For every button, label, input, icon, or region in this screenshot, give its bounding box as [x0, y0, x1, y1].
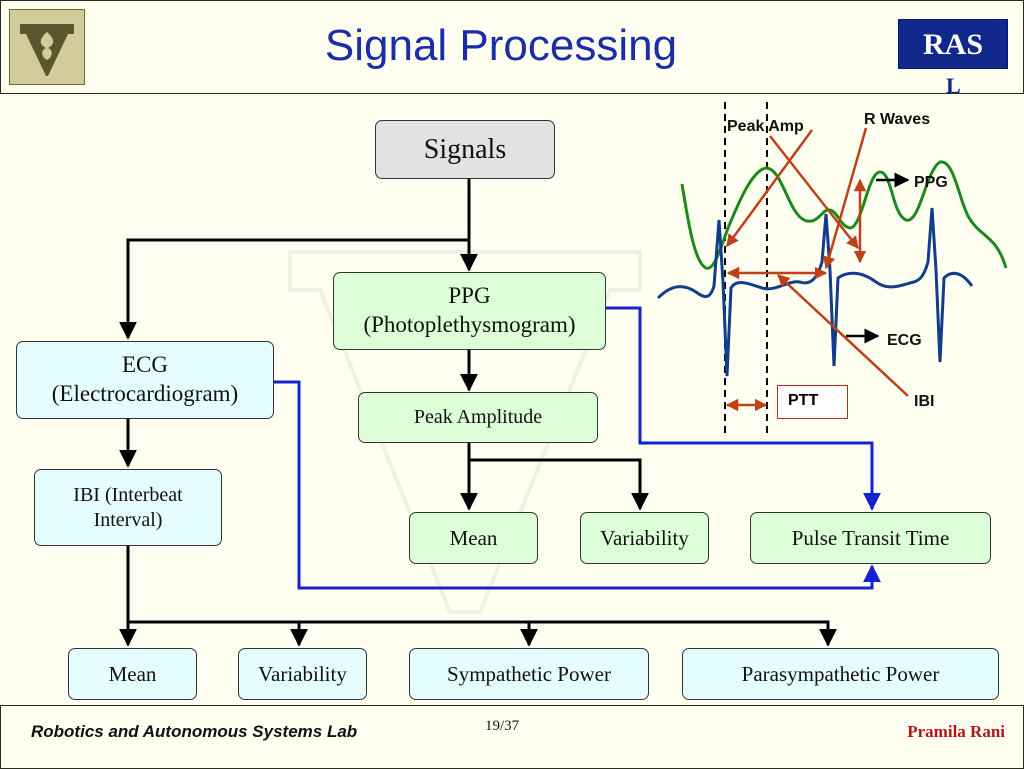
- page-number: 19/37: [485, 718, 520, 734]
- peak-amp-label: Peak Amp: [727, 118, 804, 135]
- watermark-v: [288, 250, 642, 614]
- signals-box: Signals: [375, 120, 555, 179]
- blue-connectors: [273, 306, 881, 590]
- peak-amplitude-box: Peak Amplitude: [358, 392, 598, 443]
- ecg-box: ECG (Electrocardiogram): [16, 341, 274, 419]
- sympathetic-power-box: Sympathetic Power: [409, 648, 649, 700]
- slide-header: Signal Processing RAS: [0, 0, 1024, 94]
- ecg-label: ECG: [887, 332, 922, 349]
- ppg-label: PPG: [914, 174, 948, 191]
- slide-footer: Robotics and Autonomous Systems Lab 19/3…: [0, 705, 1024, 769]
- slide-title: Signal Processing: [324, 21, 678, 70]
- ppg-mean-box: Mean: [409, 512, 538, 564]
- black-connectors: [119, 178, 837, 647]
- waveform-illustration: [656, 102, 1008, 436]
- parasympathetic-power-box: Parasympathetic Power: [682, 648, 999, 700]
- ras-badge: RAS: [898, 19, 1008, 69]
- ptt-label-box: PTT: [777, 385, 848, 419]
- lab-name: Robotics and Autonomous Systems Lab: [31, 722, 358, 741]
- ppg-box: PPG (Photoplethysmogram): [333, 272, 606, 350]
- r-waves-pointer: [823, 127, 868, 270]
- ibi-pointer: [777, 274, 909, 397]
- peak-amp-pointer-1: [725, 129, 814, 248]
- peak-amp-pointer-2: [769, 135, 859, 249]
- r-waves-label: R Waves: [864, 111, 931, 128]
- ibi-box: IBI (Interbeat Interval): [34, 469, 222, 546]
- pulse-transit-time-box: Pulse Transit Time: [750, 512, 991, 564]
- ecg-mean-box: Mean: [68, 648, 197, 700]
- author-name: Pramila Rani: [907, 722, 1005, 741]
- ppg-variability-box: Variability: [580, 512, 709, 564]
- ecg-waveform: [656, 207, 974, 377]
- ecg-variability-box: Variability: [238, 648, 367, 700]
- ppg-waveform: [680, 160, 1008, 270]
- ibi-label: IBI: [914, 393, 935, 410]
- ras-badge-overflow: L: [946, 76, 960, 96]
- vanderbilt-logo: [9, 9, 85, 85]
